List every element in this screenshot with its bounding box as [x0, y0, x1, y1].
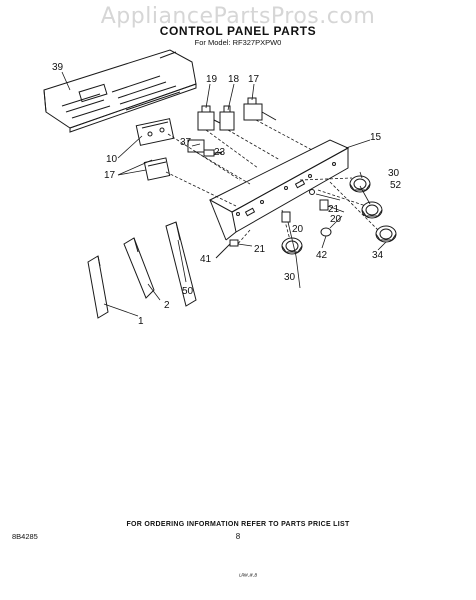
infinite-switch-10	[135, 118, 175, 146]
bracket-2	[123, 237, 155, 299]
callout-23: 23	[214, 147, 226, 158]
screw-21-a	[309, 189, 315, 195]
clip-20-a	[281, 211, 291, 223]
callout-labels: 39 19 18 17 37 23 15 10 17 30 52 20 21 2…	[52, 62, 402, 327]
callout-21-left: 21	[254, 244, 266, 255]
alignment-lines	[165, 119, 381, 247]
callout-10: 10	[106, 154, 118, 165]
button-42	[320, 227, 332, 237]
callout-30-right: 30	[388, 168, 400, 179]
infinite-switch-17-top	[243, 97, 277, 121]
callout-18: 18	[228, 74, 240, 85]
side-trim-1	[87, 255, 109, 319]
callout-39: 39	[52, 62, 64, 73]
clip-20-b	[319, 199, 329, 211]
knob-52	[361, 201, 383, 219]
bracket-41-21	[215, 239, 239, 259]
footer-signature: ᴸᴿᴹ·ᴵᴵᴵ·ᴮ	[239, 574, 257, 580]
callout-20-left: 20	[292, 224, 304, 235]
callout-19: 19	[206, 74, 218, 85]
callout-2: 2	[164, 300, 170, 311]
callout-50: 50	[182, 286, 194, 297]
ordering-note: FOR ORDERING INFORMATION REFER TO PARTS …	[126, 521, 350, 528]
callout-15: 15	[370, 132, 382, 143]
infinite-switch-18	[219, 105, 235, 131]
callout-20-right: 20	[330, 214, 342, 225]
backguard-panel	[43, 49, 197, 133]
control-panel	[208, 139, 350, 241]
infinite-switch-17-left	[143, 157, 171, 181]
knob-34	[375, 225, 397, 243]
callout-17-left: 17	[104, 170, 116, 181]
watermark: AppliancePartsPros.com	[100, 4, 376, 29]
callout-42: 42	[316, 250, 328, 261]
callout-1: 1	[138, 316, 144, 327]
model-number: For Model: RF327PXPW0	[194, 38, 282, 47]
callout-52: 52	[390, 180, 402, 191]
document-code: 8B4285	[12, 532, 38, 541]
callout-21-right: 21	[328, 204, 340, 215]
page-number: 8	[235, 532, 241, 541]
page-title: CONTROL PANEL PARTS	[159, 24, 317, 38]
callout-17-top: 17	[248, 74, 260, 85]
knob-30-right	[349, 175, 371, 193]
callout-34: 34	[372, 250, 384, 261]
callout-41: 41	[200, 254, 212, 265]
bracket-50	[165, 221, 197, 307]
callout-37: 37	[180, 137, 192, 148]
callout-30-bottom: 30	[284, 272, 296, 283]
leader-lines	[61, 71, 387, 317]
